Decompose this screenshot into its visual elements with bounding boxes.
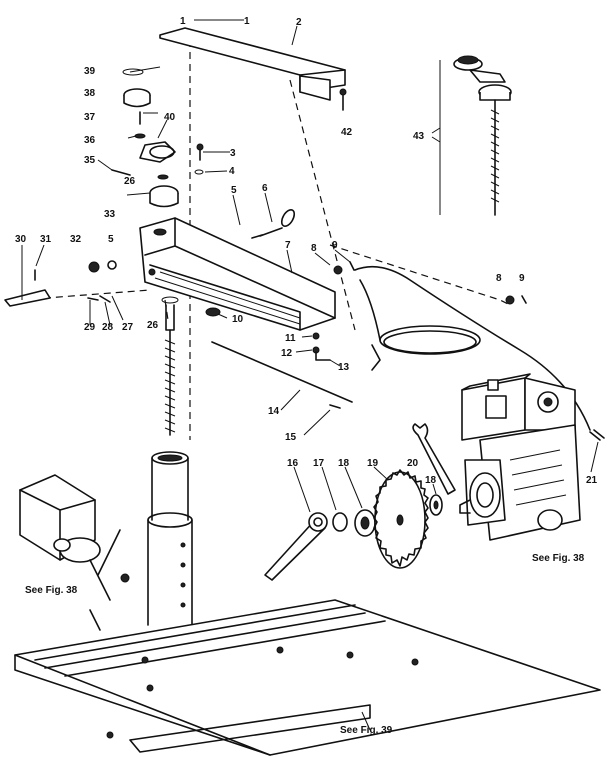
- blade-assembly: [264, 469, 443, 581]
- part-43-brace: [431, 127, 441, 143]
- callout-30: 30: [15, 234, 27, 245]
- motor-assembly: [459, 373, 605, 541]
- callout-29: 29: [84, 322, 96, 333]
- yoke-housing-left: [19, 474, 130, 631]
- part-32-nut: [88, 261, 100, 273]
- callout-35: 35: [84, 155, 96, 166]
- part-5-washer: [107, 260, 117, 270]
- callout-12: 12: [281, 348, 293, 359]
- part-40-lever: [139, 141, 176, 163]
- part-10-nut: [205, 307, 221, 317]
- part-39-washer: [122, 68, 144, 76]
- callout-17: 17: [313, 458, 325, 469]
- callout-31: 31: [40, 234, 52, 245]
- callout-40: 40: [164, 112, 176, 123]
- figure-references: See Fig. 38 See Fig. 38 See Fig. 39: [25, 553, 585, 736]
- callout-38: 38: [84, 88, 96, 99]
- part-8-fitting-b: [505, 295, 515, 305]
- callout-27: 27: [122, 322, 134, 333]
- part-14-rod: [211, 341, 353, 403]
- part-26-washer: [157, 174, 169, 180]
- callout-1b: 1: [244, 16, 250, 27]
- callout-13: 13: [338, 362, 350, 373]
- assembly-guide-lines: [19, 40, 511, 440]
- part-9-screw: [349, 261, 355, 271]
- part-28-spring: [99, 295, 111, 303]
- callout-36: 36: [84, 135, 96, 146]
- callout-37: 37: [84, 112, 96, 123]
- callout-9b: 9: [519, 273, 525, 284]
- leader-lines: [21, 19, 599, 731]
- callout-18b: 18: [425, 475, 437, 486]
- part-8-fitting: [333, 265, 343, 275]
- callout-28: 28: [102, 322, 114, 333]
- callout-5a: 5: [231, 185, 237, 196]
- part-15-screw: [329, 404, 341, 409]
- callout-16: 16: [287, 458, 299, 469]
- callout-32: 32: [70, 234, 82, 245]
- callout-3: 3: [230, 148, 236, 159]
- callout-20: 20: [407, 458, 419, 469]
- callout-4: 4: [229, 166, 235, 177]
- ref-fig-38-right: See Fig. 38: [532, 553, 585, 564]
- callout-8a: 8: [311, 243, 317, 254]
- worktable: [14, 599, 601, 756]
- callout-7: 7: [285, 240, 291, 251]
- callout-18a: 18: [338, 458, 350, 469]
- callout-labels: 1 1 2 3 4 5 5 6 7 8 8 9 9 10 11 12 13 14…: [15, 16, 598, 486]
- callout-8b: 8: [496, 273, 502, 284]
- callout-39: 39: [84, 66, 96, 77]
- ref-fig-38-left: See Fig. 38: [25, 585, 78, 596]
- part-11-washer: [312, 332, 320, 340]
- column-tube: [147, 451, 193, 626]
- part-20-wrench: [412, 423, 456, 495]
- part-19-saw-blade: [373, 469, 429, 569]
- part-13-wrench: [315, 351, 331, 361]
- part-2-overarm-bracket: [159, 27, 346, 101]
- callout-1: 1: [180, 16, 186, 27]
- callout-5b: 5: [108, 234, 114, 245]
- callout-19: 19: [367, 458, 379, 469]
- part-43-clamp-bolt-detail: [439, 55, 512, 216]
- callout-33: 33: [104, 209, 116, 220]
- elevating-screw: [161, 296, 179, 436]
- callout-6: 6: [262, 183, 268, 194]
- callout-15: 15: [285, 432, 297, 443]
- part-42-screw: [339, 88, 347, 111]
- callout-26b: 26: [147, 320, 159, 331]
- part-7-radial-arm: [139, 217, 336, 331]
- ref-fig-39: See Fig. 39: [340, 725, 393, 736]
- callout-42: 42: [341, 127, 353, 138]
- callout-9a: 9: [332, 240, 338, 251]
- part-9-screw-b: [521, 295, 527, 304]
- callout-21: 21: [586, 475, 598, 486]
- knob-assembly: [111, 68, 179, 208]
- part-35-rod: [111, 169, 131, 176]
- part-6-handle: [251, 209, 296, 239]
- part-30-bracket: [4, 289, 51, 307]
- part-4-washer: [194, 169, 204, 175]
- callout-2: 2: [296, 17, 302, 28]
- part-36-ring: [134, 133, 146, 139]
- callout-14: 14: [268, 406, 280, 417]
- callout-43: 43: [413, 131, 425, 142]
- callout-10: 10: [232, 314, 244, 325]
- part-29-pin: [87, 297, 99, 301]
- callout-11: 11: [285, 333, 296, 344]
- part-17-nut: [332, 512, 348, 532]
- callout-26a: 26: [124, 176, 136, 187]
